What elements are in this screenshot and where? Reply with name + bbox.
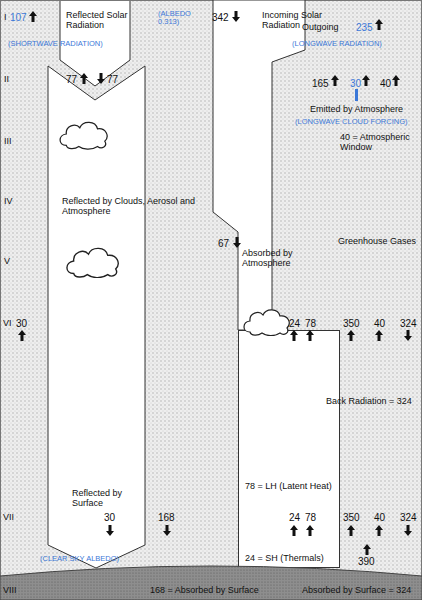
flux-arrow <box>404 330 412 341</box>
node-text: Absorbed by Atmosphere <box>242 248 304 268</box>
flux-arrow <box>375 19 383 30</box>
flux-arrow <box>392 75 400 86</box>
row-numeral: VII <box>3 512 14 522</box>
flux-arrow <box>306 525 314 536</box>
row-numeral: III <box>4 136 12 146</box>
flux-value: 342 <box>212 12 229 23</box>
flux-arrow <box>29 11 37 22</box>
node-text: 24 = SH (Thermals) <box>245 553 324 563</box>
flux-arrow <box>404 525 412 536</box>
node-text: Reflected by Surface <box>72 488 132 508</box>
flux-arrow <box>163 525 171 536</box>
flux-value: 350 <box>343 512 360 523</box>
shape-fill <box>48 66 145 568</box>
caption-text: Greenhouse Gases <box>338 236 416 246</box>
flux-arrow <box>232 11 240 22</box>
flux-value: 165 <box>312 78 329 89</box>
flux-value: 67 <box>218 238 229 249</box>
flux-arrow <box>106 525 114 536</box>
flux-value: 77 <box>66 74 77 85</box>
flux-value: 30 <box>16 318 27 329</box>
surface-flux-box: 78 = LH (Latent Heat) 24 = SH (Thermals) <box>238 330 340 568</box>
flux-arrow <box>331 75 339 86</box>
row-numeral: I <box>4 12 7 22</box>
flux-arrow <box>306 330 314 341</box>
cloud-forcing-bar <box>355 89 358 101</box>
flux-value: 78 <box>305 512 316 523</box>
node-text: Reflected by Clouds, Aerosol and Atmosph… <box>62 196 197 216</box>
flux-arrow <box>233 237 241 248</box>
shape-outline <box>205 0 307 335</box>
cloud-symbol <box>244 310 289 336</box>
caption-text: (SHORTWAVE RADIATION) <box>8 40 103 48</box>
caption-text: (LONGWAVE RADIATION) <box>292 40 382 48</box>
flux-value: 324 <box>400 512 417 523</box>
node-text: Absorbed by Surface = 324 <box>302 585 411 595</box>
shape-fill <box>0 566 422 600</box>
flux-value: 324 <box>400 318 417 329</box>
flux-value: 40 <box>374 512 385 523</box>
flux-value: 168 <box>158 512 175 523</box>
flux-arrow <box>362 75 370 86</box>
flux-value: 40 <box>374 318 385 329</box>
flux-arrow <box>375 330 383 341</box>
caption-text: 40 = Atmospheric Window <box>340 132 420 152</box>
flux-arrow <box>363 544 371 555</box>
flux-arrow <box>290 525 298 536</box>
row-numeral: VI <box>3 318 12 328</box>
flux-arrow <box>290 330 298 341</box>
caption-text: (CLEAR SKY ALBEDO) <box>40 555 119 563</box>
row-numeral: IV <box>4 196 13 206</box>
row-numeral: VIII <box>3 585 17 595</box>
flux-value: 390 <box>358 556 375 567</box>
caption-text: Reflected Solar Radiation <box>66 10 134 30</box>
flux-value: 350 <box>343 318 360 329</box>
shape-fill <box>213 0 305 330</box>
flux-value: 107 <box>10 12 27 23</box>
cloud-symbol <box>67 248 118 277</box>
flux-arrow <box>80 73 88 84</box>
reflected-band: Reflected by Clouds, Aerosol and Atmosph… <box>40 60 150 572</box>
flux-arrow <box>97 73 105 84</box>
node-text: 168 = Absorbed by Surface <box>150 585 259 595</box>
cloud-symbol <box>60 122 107 149</box>
flux-value: 30 <box>350 78 361 89</box>
flux-arrow <box>347 525 355 536</box>
caption-text: Back Radiation = 324 <box>326 396 412 406</box>
row-numeral: II <box>4 74 9 84</box>
caption-text: Emitted by Atmosphere <box>310 104 403 114</box>
flux-value: 40 <box>380 78 391 89</box>
row-numeral: V <box>4 256 10 266</box>
flux-value: 77 <box>107 74 118 85</box>
caption-text: (ALBEDO 0.313) <box>158 10 200 27</box>
flux-arrow <box>18 330 26 341</box>
flux-value: 235 <box>356 22 373 33</box>
flux-value: 30 <box>104 512 115 523</box>
flux-value: 78 <box>305 318 316 329</box>
flux-value: 24 <box>289 512 300 523</box>
incoming-beam: Incoming Solar RadiationAbsorbed by Atmo… <box>205 0 307 335</box>
node-text: 78 = LH (Latent Heat) <box>245 481 332 491</box>
caption-text: Outgoing <box>302 22 339 32</box>
caption-text: (LONGWAVE CLOUD FORCING) <box>295 118 408 126</box>
flux-arrow <box>375 525 383 536</box>
flux-value: 24 <box>289 318 300 329</box>
flux-arrow <box>347 330 355 341</box>
